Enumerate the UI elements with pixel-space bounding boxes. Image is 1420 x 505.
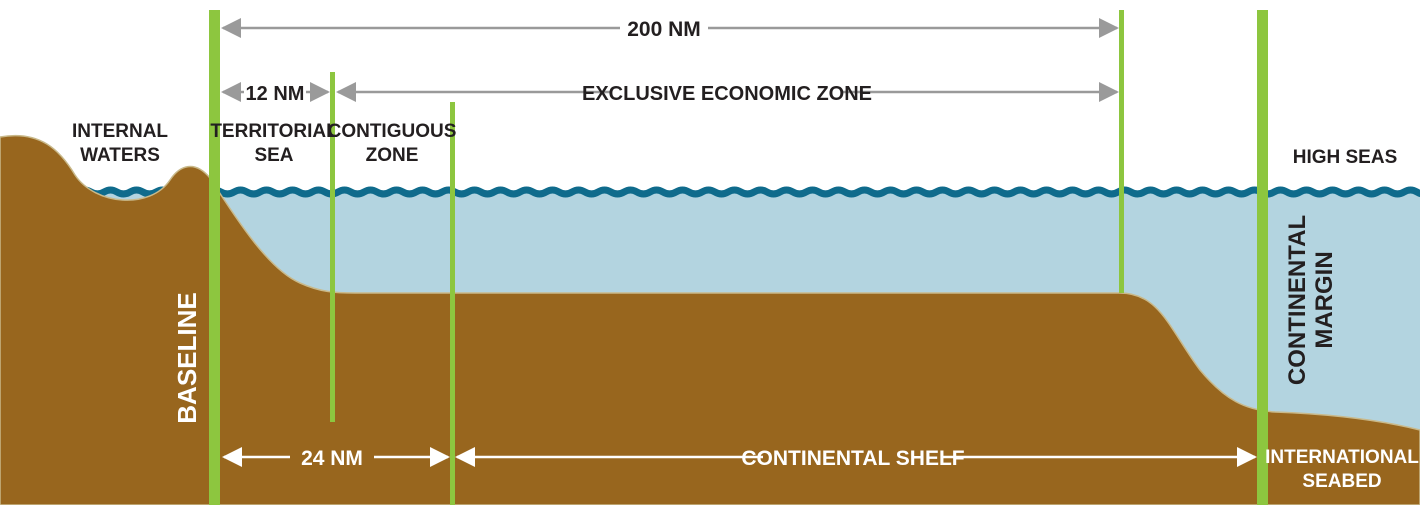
contiguous-zone-label-1: CONTIGUOUS (328, 121, 457, 142)
high-seas-label: HIGH SEAS (1293, 147, 1398, 168)
continental-margin-label-1: CONTINENTAL (1284, 215, 1311, 385)
internal-waters-label-2: WATERS (80, 145, 160, 166)
contiguous-zone-limit-marker (450, 102, 455, 505)
international-seabed-label-2: SEABED (1302, 471, 1381, 492)
nm24-label: 24 NM (301, 447, 363, 470)
nm12-label: 12 NM (246, 83, 305, 105)
territorial-sea-label-2: SEA (254, 145, 293, 166)
international-seabed-label-1: INTERNATIONAL (1265, 447, 1419, 468)
territorial-sea-limit-marker (330, 72, 335, 422)
baseline-marker (209, 10, 220, 505)
eez-label: EXCLUSIVE ECONOMIC ZONE (582, 83, 872, 105)
continental-margin-marker (1257, 10, 1268, 505)
land-seabed (0, 134, 1420, 505)
contiguous-zone-label-2: ZONE (366, 145, 419, 166)
nm200-label: 200 NM (627, 18, 701, 41)
continental-shelf-label: CONTINENTAL SHELF (741, 447, 964, 470)
internal-waters-label-1: INTERNAL (72, 121, 168, 142)
continental-margin-label-2: MARGIN (1311, 251, 1338, 348)
eez-limit-marker (1119, 10, 1124, 293)
territorial-sea-label-1: TERRITORIAL (210, 121, 338, 142)
baseline-label: BASELINE (172, 292, 202, 423)
sea-surface-waves (0, 186, 1420, 198)
